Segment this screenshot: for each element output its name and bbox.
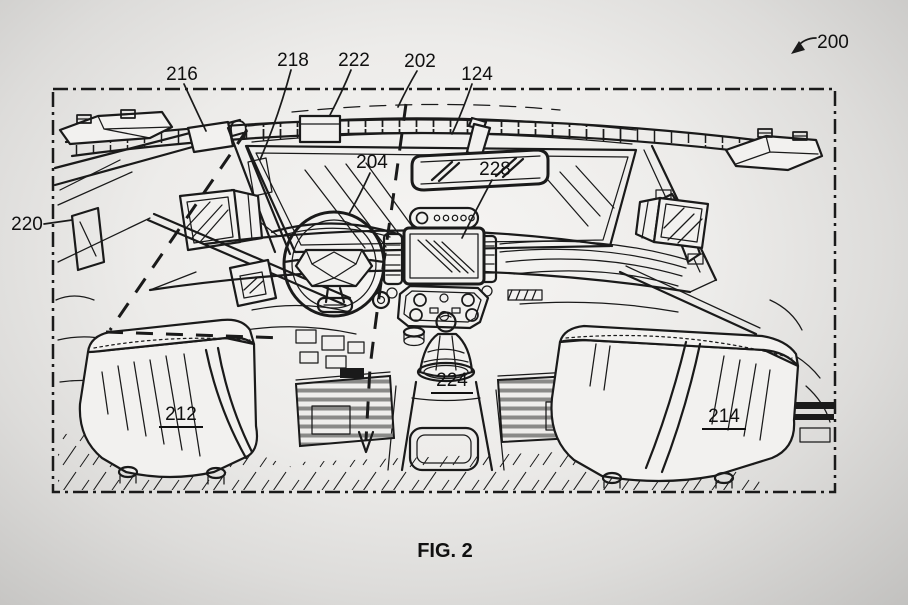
ref-label-204: 204 — [356, 152, 388, 173]
arrowhead-down-icon — [357, 430, 375, 454]
cluster-hood — [270, 222, 400, 236]
left-roof-rail — [53, 118, 247, 206]
climate-control-panel — [371, 284, 490, 330]
ref-label-202: 202 — [404, 51, 436, 72]
bolt-icon — [757, 128, 773, 138]
sensor-fov-dashed-lines — [105, 103, 408, 454]
shift-boot — [418, 332, 474, 378]
ref-label-218: 218 — [277, 50, 309, 71]
ref-label-228: 228 — [479, 159, 511, 180]
door-armrest — [794, 402, 834, 409]
center-display — [402, 226, 486, 286]
steering-wheel — [282, 210, 386, 318]
passenger-seat — [550, 324, 800, 489]
figure-caption: FIG. 2 — [417, 540, 473, 562]
center-console — [387, 380, 505, 472]
console-tray — [408, 426, 480, 472]
ref-label-212: 212 — [165, 404, 197, 425]
ref-label-200: 200 — [817, 32, 849, 53]
door-speaker-panel — [70, 206, 106, 272]
ref-label-222: 222 — [338, 50, 370, 71]
figure-border — [51, 87, 837, 494]
reference-numerals: 200 216 218 222 202 124 220 204 228 212 … — [11, 32, 849, 430]
shift-knob — [435, 311, 457, 333]
arrowhead-icon — [791, 41, 805, 54]
ref-label-220: 220 — [11, 214, 43, 235]
left-door — [55, 206, 352, 405]
right-roof-bracket — [724, 128, 824, 172]
column-switch-bank — [295, 329, 365, 369]
bolt-icon — [120, 109, 136, 119]
passenger-dash-trim — [499, 240, 689, 287]
left-roof-bracket — [58, 109, 174, 146]
overhead-module — [298, 114, 342, 144]
transfer-case-knob — [402, 326, 426, 338]
dashboard — [148, 222, 717, 335]
right-side-mirror — [634, 196, 710, 250]
bolt-icon — [76, 114, 92, 124]
dash-badge — [507, 289, 543, 301]
ref-label-216: 216 — [166, 64, 198, 85]
rear-seat-left — [294, 368, 396, 448]
door-pull-handle — [228, 258, 278, 308]
leader-lines — [43, 37, 817, 239]
ref-label-214: 214 — [708, 406, 740, 427]
gear-shifter — [402, 311, 476, 383]
ref-label-124: 124 — [461, 64, 493, 85]
bolt-icon — [792, 131, 808, 141]
ref-label-224: 224 — [436, 370, 468, 391]
rearview-mirror — [410, 148, 550, 192]
rail-trim-plate — [186, 120, 235, 154]
driver-seat — [78, 318, 259, 485]
